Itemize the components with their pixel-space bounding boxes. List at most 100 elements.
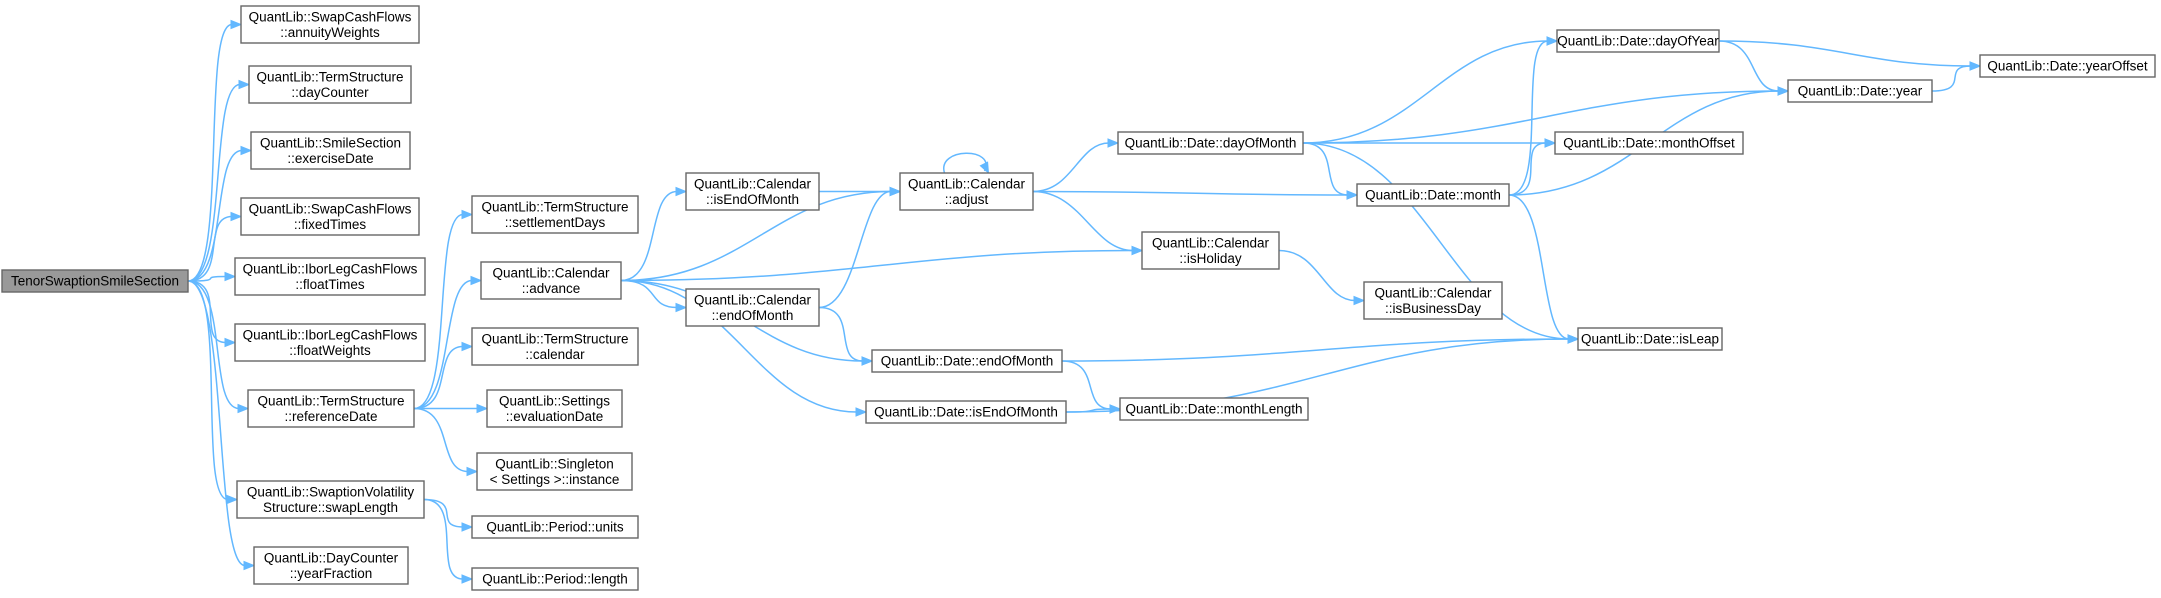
edge-root-fixedtimes xyxy=(187,211,243,282)
node-label: QuantLib::Date::month xyxy=(1365,188,1501,203)
node-box xyxy=(486,389,623,428)
node-box xyxy=(865,400,1067,424)
node-label: QuantLib::Date::year xyxy=(1798,84,1923,99)
edge-line xyxy=(1508,40,1549,196)
node-box xyxy=(471,195,639,234)
node-label: ::fixedTimes xyxy=(294,217,367,232)
node-fixedtimes[interactable]: QuantLib::SwapCashFlows::fixedTimes xyxy=(240,197,420,236)
node-label: QuantLib::SwaptionVolatility xyxy=(247,484,415,499)
node-label: Structure::swapLength xyxy=(263,500,398,515)
edge-year-yearoffset xyxy=(1931,61,1982,92)
node-root[interactable]: TenorSwaptionSmileSection xyxy=(1,269,189,293)
node-label: QuantLib::Date::endOfMonth xyxy=(881,354,1054,369)
node-exercise[interactable]: QuantLib::SmileSection::exerciseDate xyxy=(250,131,411,170)
node-yearoffset[interactable]: QuantLib::Date::yearOffset xyxy=(1979,54,2156,78)
arrowhead xyxy=(1546,36,1559,46)
arrowhead xyxy=(240,145,253,156)
edge-month-monthoffset xyxy=(1508,138,1557,196)
node-advance[interactable]: QuantLib::Calendar::advance xyxy=(480,261,622,300)
edge-line xyxy=(620,249,1134,282)
node-adjust[interactable]: QuantLib::Calendar::adjust xyxy=(899,172,1034,211)
node-year[interactable]: QuantLib::Date::year xyxy=(1787,79,1933,103)
node-floatweights[interactable]: QuantLib::IborLegCashFlows::floatWeights xyxy=(234,323,426,362)
node-label: ::floatWeights xyxy=(289,343,371,358)
arrowhead xyxy=(224,271,237,282)
node-label: QuantLib::TermStructure xyxy=(481,331,628,346)
nodes-layer: TenorSwaptionSmileSection QuantLib::SwapC… xyxy=(1,5,2156,591)
arrowhead xyxy=(855,407,868,417)
edge-line xyxy=(1508,194,1570,340)
edge-refdate-advance xyxy=(413,275,483,410)
node-label: QuantLib::Date::isEndOfMonth xyxy=(874,405,1058,420)
node-monthlength[interactable]: QuantLib::Date::monthLength xyxy=(1119,397,1309,421)
node-box xyxy=(871,349,1063,373)
node-label: QuantLib::DayCounter xyxy=(264,550,399,565)
node-label: ::isEndOfMonth xyxy=(706,192,799,207)
edge-line xyxy=(187,149,243,282)
node-box xyxy=(1577,327,1723,351)
node-month[interactable]: QuantLib::Date::month xyxy=(1356,183,1510,207)
node-label: QuantLib::Date::dayOfYear xyxy=(1557,34,1719,49)
node-box xyxy=(1356,183,1510,207)
arrowhead xyxy=(461,574,474,584)
edge-line xyxy=(187,280,229,501)
node-yearfraction[interactable]: QuantLib::DayCounter::yearFraction xyxy=(253,546,409,585)
node-label: QuantLib::Calendar xyxy=(694,292,812,307)
edge-line xyxy=(423,498,464,528)
edge-line xyxy=(1032,142,1110,193)
node-units[interactable]: QuantLib::Period::units xyxy=(471,515,639,539)
node-settlementdays[interactable]: QuantLib::TermStructure::settlementDays xyxy=(471,195,639,234)
edge-line xyxy=(1302,90,1780,144)
node-label: ::isBusinessDay xyxy=(1385,301,1481,316)
node-singleton[interactable]: QuantLib::Singleton< Settings >::instanc… xyxy=(476,452,633,491)
edge-refdate-evaldate xyxy=(414,403,489,414)
node-isholiday[interactable]: QuantLib::Calendar::isHoliday xyxy=(1141,231,1280,270)
node-label: ::yearFraction xyxy=(290,566,373,581)
node-isleap[interactable]: QuantLib::Date::isLeap xyxy=(1577,327,1723,351)
node-dateisendofmonth[interactable]: QuantLib::Date::isEndOfMonth xyxy=(865,400,1067,424)
node-box xyxy=(476,452,633,491)
edge-calendofmonth-dateendofmonth xyxy=(818,306,874,366)
arrowhead xyxy=(1544,138,1557,148)
node-label: QuantLib::Singleton xyxy=(495,456,614,471)
node-swaplength[interactable]: QuantLib::SwaptionVolatilityStructure::s… xyxy=(236,480,425,519)
arrowhead xyxy=(237,403,250,414)
node-isbusinessday[interactable]: QuantLib::Calendar::isBusinessDay xyxy=(1363,281,1503,320)
node-label: QuantLib::Period::units xyxy=(486,520,624,535)
node-dateendofmonth[interactable]: QuantLib::Date::endOfMonth xyxy=(871,349,1063,373)
node-box xyxy=(471,327,639,366)
node-dayofyear[interactable]: QuantLib::Date::dayOfYear xyxy=(1556,29,1720,53)
edge-line xyxy=(818,190,892,309)
node-label: ::referenceDate xyxy=(284,409,377,424)
node-daycounter[interactable]: QuantLib::TermStructure::dayCounter xyxy=(248,65,412,104)
node-isendofmonth[interactable]: QuantLib::Calendar::isEndOfMonth xyxy=(685,172,820,211)
edge-root-floatweights xyxy=(187,280,237,348)
node-evaldate[interactable]: QuantLib::Settings::evaluationDate xyxy=(486,389,623,428)
edge-line xyxy=(620,190,892,282)
edge-dayofmonth-dayofyear xyxy=(1302,36,1559,144)
edge-root-yearfraction xyxy=(187,280,256,571)
node-refdate[interactable]: QuantLib::TermStructure::referenceDate xyxy=(247,389,415,428)
node-plength[interactable]: QuantLib::Period::length xyxy=(471,567,639,591)
node-label: QuantLib::TermStructure xyxy=(257,393,404,408)
edges-layer xyxy=(187,19,1982,584)
edge-line xyxy=(187,280,246,567)
edge-refdate-singleton xyxy=(413,407,479,477)
arrowhead xyxy=(1131,245,1144,256)
node-floattimes[interactable]: QuantLib::IborLegCashFlows::floatTimes xyxy=(234,257,426,296)
node-box xyxy=(471,515,639,539)
edge-swaplength-units xyxy=(423,498,474,532)
node-label: QuantLib::Calendar xyxy=(1152,235,1270,250)
node-tscalendar[interactable]: QuantLib::TermStructure::calendar xyxy=(471,327,639,366)
node-monthoffset[interactable]: QuantLib::Date::monthOffset xyxy=(1554,131,1744,155)
edge-root-daycounter xyxy=(187,79,251,282)
arrowhead xyxy=(461,341,474,352)
node-annuity[interactable]: QuantLib::SwapCashFlows::annuityWeights xyxy=(240,5,420,44)
edge-root-annuity xyxy=(187,19,243,282)
node-label: QuantLib::Date::monthOffset xyxy=(1563,136,1735,151)
node-label: QuantLib::SwapCashFlows xyxy=(249,9,412,24)
node-box xyxy=(1787,79,1933,103)
node-label: ::adjust xyxy=(945,192,989,207)
node-dayofmonth[interactable]: QuantLib::Date::dayOfMonth xyxy=(1117,131,1304,155)
node-calendofmonth[interactable]: QuantLib::Calendar::endOfMonth xyxy=(685,288,820,327)
